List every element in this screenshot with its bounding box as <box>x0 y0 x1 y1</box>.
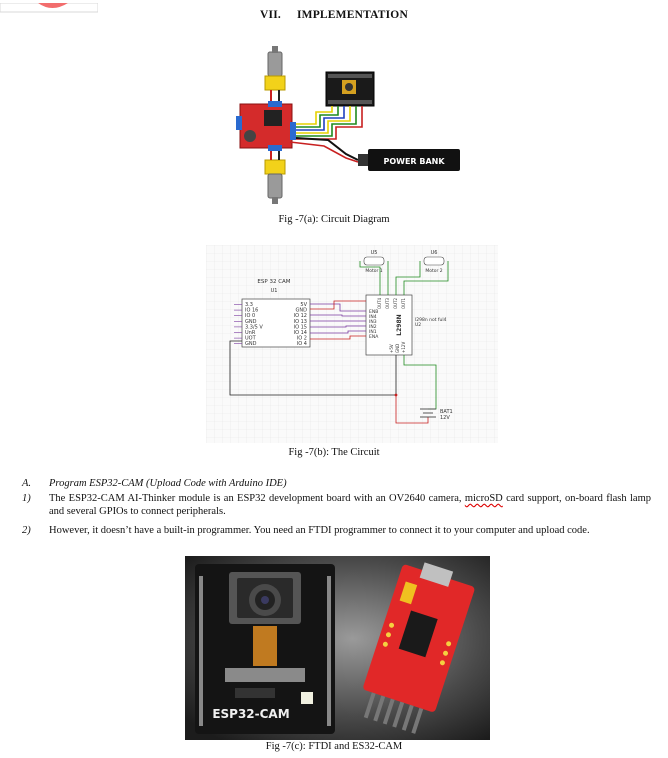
power-bank: POWER BANK <box>358 149 460 171</box>
esp32-cam-board <box>325 71 375 107</box>
l298n-pin-label: OUT2 <box>393 297 398 309</box>
section-number: VII. <box>260 9 281 21</box>
l298n-side-label: l298n not ful4 <box>415 317 447 323</box>
esp-pin-label: IO 12 <box>294 313 307 319</box>
list-item: 2) However, it doesn’t have a built-in p… <box>22 524 650 550</box>
subsection-title: Program ESP32-CAM (Upload Code with Ardu… <box>49 478 287 489</box>
esp-pin-label: IO 4 <box>297 341 307 347</box>
motor1-ref: U5 <box>371 250 378 256</box>
l298n-pin-label: ENB <box>369 309 378 315</box>
battery-value: 12V <box>440 415 450 421</box>
esp-pin-label: GND <box>245 341 257 347</box>
esp-pin-label: 3.3 <box>245 302 253 308</box>
l298n-pin-label: +12V <box>401 342 406 353</box>
esp-pin-label: UnR <box>245 330 256 336</box>
esp-title: ESP 32 CAM <box>257 279 290 285</box>
caption-fig-c: Fig -7(c): FTDI and ES32-CAM <box>265 741 403 752</box>
list-item-text: However, it doesn’t have a built-in prog… <box>49 525 590 536</box>
l298n-pin-label: IN4 <box>369 314 377 320</box>
list-item-text: The ESP32-CAM AI-Thinker module is an ES… <box>49 493 651 517</box>
esp-pin-label: 5V <box>300 302 307 308</box>
motor1-label: Motor 1 <box>365 268 382 274</box>
esp-pin-label: 3.3/5 V <box>245 324 263 330</box>
power-bank-label: POWER BANK <box>383 157 445 166</box>
esp-pin-label: IO 16 <box>245 308 258 314</box>
esp-pin-label: GND <box>296 308 308 314</box>
caption-fig-b: Fig -7(b): The Circuit <box>288 447 380 458</box>
motor-top <box>264 46 286 91</box>
list-item: 1) The ESP32-CAM AI-Thinker module is an… <box>22 492 651 518</box>
l298n-pin-label: GND <box>395 344 400 353</box>
motor-bottom <box>264 159 286 204</box>
l298n-block <box>365 294 413 356</box>
section-heading: VII. IMPLEMENTATION <box>0 9 668 21</box>
motor2-symbol <box>423 256 445 266</box>
esp-pin-label: IO 14 <box>294 330 307 336</box>
esp-ref: U1 <box>271 288 278 294</box>
l298n-pin-label: +5V <box>389 344 394 353</box>
esp-pin-label: UOT <box>245 336 257 342</box>
figure-ftdi-esp32-photo: ESP32-CAM <box>185 556 490 740</box>
section-title: IMPLEMENTATION <box>296 9 408 21</box>
subsection-heading: A. Program ESP32-CAM (Upload Code with Ar… <box>22 478 287 489</box>
l298n-label: L298N <box>396 314 403 335</box>
l298n-ref: U2 <box>415 322 421 328</box>
motor2-label: Motor 2 <box>425 268 442 274</box>
motor1-symbol <box>363 256 385 266</box>
esp-pin-label: GND <box>245 319 257 325</box>
subsection-label: A. <box>22 478 32 489</box>
l298n-driver-board <box>236 101 296 151</box>
l298n-pin-label: IN1 <box>369 329 377 335</box>
esp32-cam-photo-label: ESP32-CAM <box>212 707 289 721</box>
list-item-number: 2) <box>22 525 31 536</box>
battery-ref: BAT1 <box>440 409 453 415</box>
l298n-pin-label: OUT3 <box>385 297 390 309</box>
battery-symbol <box>420 408 436 418</box>
list-item-number: 1) <box>22 493 31 504</box>
esp-pin-label: IO 13 <box>294 319 307 325</box>
l298n-pin-label: OUT4 <box>377 297 382 309</box>
esp32-cam-photo: ESP32-CAM <box>195 564 335 734</box>
motor2-ref: U6 <box>431 250 438 256</box>
l298n-pin-label: ENA <box>369 334 379 340</box>
l298n-pin-label: IN2 <box>369 324 377 330</box>
ftdi-programmer-photo <box>363 562 475 734</box>
l298n-pin-label: OUT1 <box>401 297 406 309</box>
esp-pin-label: IO 2 <box>297 336 307 342</box>
figure-circuit-diagram: POWER BANK <box>228 42 468 207</box>
esp-block <box>241 298 311 348</box>
spellcheck-flagged-word: microSD <box>464 493 503 504</box>
esp-pin-label: IO 15 <box>294 324 307 330</box>
l298n-pin-label: IN3 <box>369 319 377 325</box>
caption-fig-a: Fig -7(a): Circuit Diagram <box>278 214 390 225</box>
esp-pin-label: IO 0 <box>245 313 255 319</box>
